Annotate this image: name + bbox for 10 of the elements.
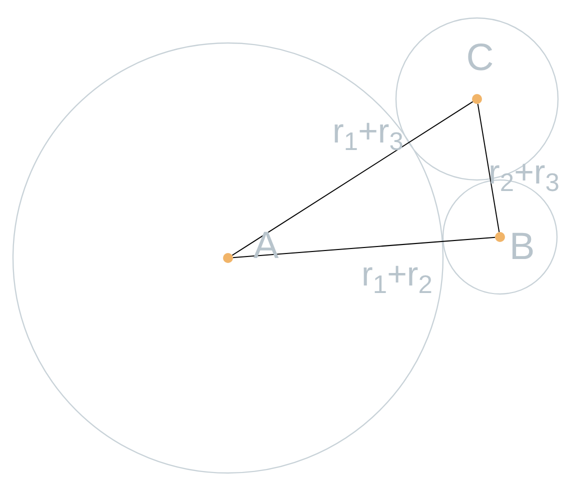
edge-label: r$_{1}$+r$_{3}$ [332,114,404,156]
line-segment [232,101,474,256]
point-label: B [509,228,535,266]
center-point [223,253,233,263]
center-point [472,94,482,104]
center-point [495,232,505,242]
edge-label: r$_{2}$+r$_{3}$ [488,155,560,197]
line-segment [477,103,500,233]
edge-label: r$_{1}$+r$_{2}$ [362,257,432,299]
point-label: C [466,39,494,77]
